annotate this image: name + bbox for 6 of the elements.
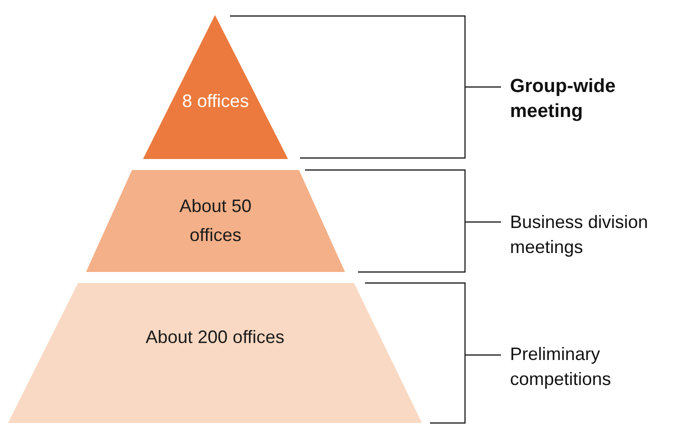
bracket-label: Business division meetings: [510, 211, 650, 259]
bracket-label: Preliminary competitions: [510, 343, 612, 391]
bracket-label: Group-wide meeting: [510, 75, 617, 124]
tier-label: 8 offices: [181, 90, 250, 113]
tier-label: About 50 offices: [178, 195, 253, 247]
tier-label: About 200 offices: [145, 326, 285, 349]
